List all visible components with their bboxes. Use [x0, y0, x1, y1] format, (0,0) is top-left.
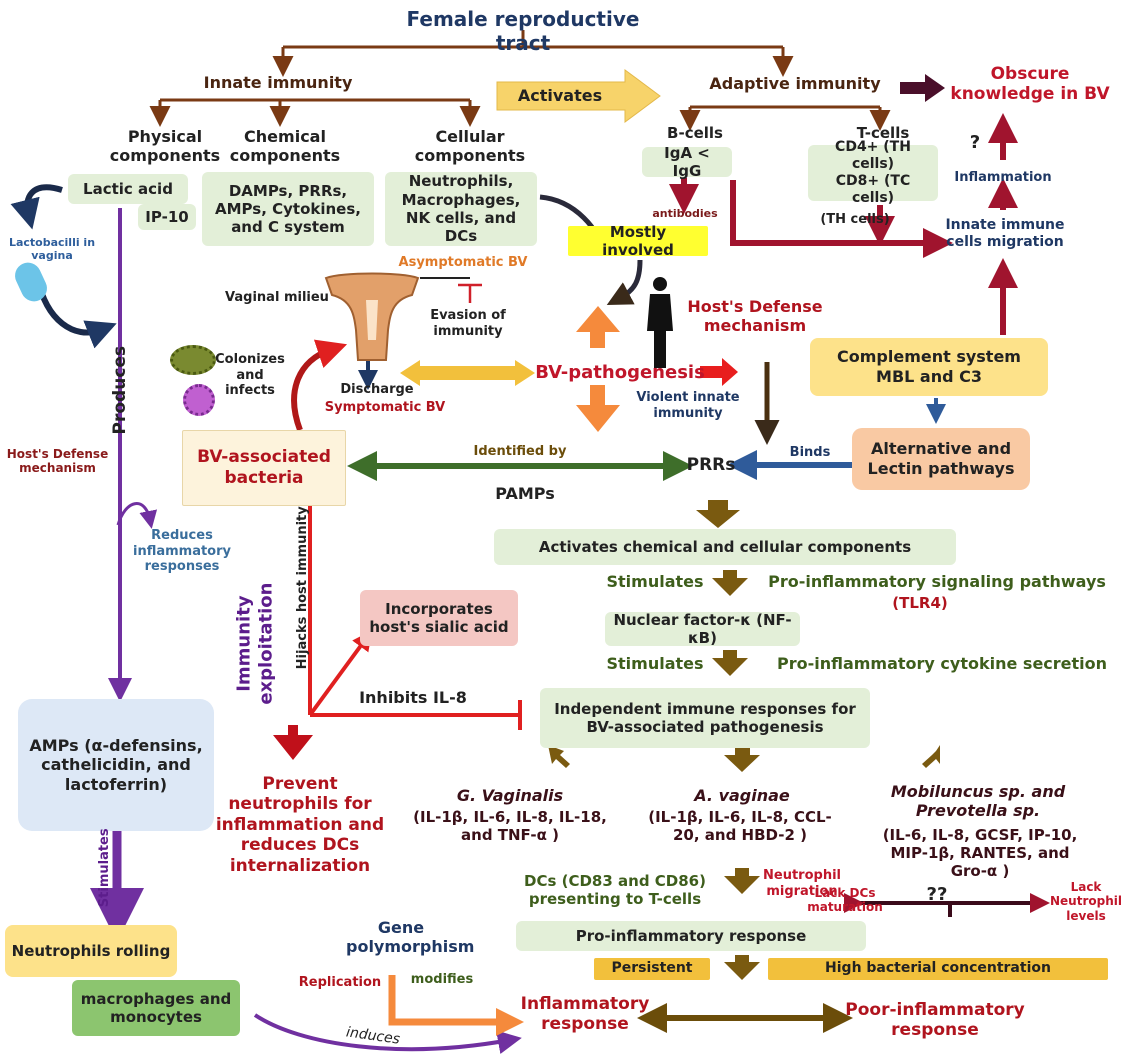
stimulates-vertical-label: Stimulates [97, 828, 113, 908]
chemical-box: DAMPs, PRRs, AMPs, Cytokines, and C syst… [202, 172, 374, 246]
ip10-box: IP-10 [138, 204, 196, 230]
cd8-label: CD8+ (TC cells) [835, 173, 911, 207]
physical-components-label: Physical components [109, 127, 221, 166]
virus-icon [183, 384, 215, 416]
innate-immunity-label: Innate immunity [203, 73, 353, 92]
replication-label: Replication [298, 975, 382, 990]
bacteria-icon [170, 345, 216, 375]
colonizes-label: Colonizes and infects [215, 352, 285, 399]
question-mark: ? [969, 132, 981, 153]
activates-chem-box: Activates chemical and cellular componen… [494, 529, 956, 565]
lactic-acid-box: Lactic acid [68, 174, 188, 204]
inhibits-label: Inhibits IL-8 [359, 688, 467, 707]
adaptive-immunity-label: Adaptive immunity [709, 74, 881, 93]
bv-pathogenesis-label: BV-pathogenesis [535, 362, 705, 383]
persistent-box: Persistent [594, 958, 710, 980]
activates-arrow [496, 69, 661, 123]
gene-polymorphism-label: Gene polymorphism [346, 918, 475, 957]
activates-label: Activates [517, 86, 603, 105]
produces-label: Produces [109, 345, 130, 435]
inflammatory-response-label: Inflammatory response [520, 994, 650, 1035]
prrs-label: PRRs [686, 455, 736, 475]
stimulates-label-1: Stimulates [606, 572, 704, 591]
hijacks-label: Hijacks host immunity [295, 506, 311, 670]
nfkb-box: Nuclear factor-κ (NF-κB) [605, 611, 800, 647]
identified-by-label: Identified by [473, 444, 567, 459]
independent-box: Independent immune responses for BV-asso… [540, 688, 870, 748]
stimulates-label-2: Stimulates [606, 654, 704, 673]
immunity-exploitation-label: Immunity exploitation [233, 582, 276, 705]
cellular-box: Neutrophils, Macrophages, NK cells, and … [385, 172, 537, 246]
neutrophil-migration-label: Neutrophil migration [763, 868, 841, 899]
vaginal-milieu-label: Vaginal milieu [225, 290, 329, 305]
cd4-label: CD4+ (TH cells) [835, 138, 911, 172]
cellular-components-label: Cellular components [414, 127, 526, 166]
mobiluncus-list: (IL-6, IL-8, GCSF, IP-10, MIP-1β, RANTES… [882, 826, 1078, 880]
avaginae-list: (IL-1β, IL-6, IL-8, CCL-20, and HBD-2 ) [648, 808, 832, 844]
bcells-label: B-cells [667, 124, 723, 142]
dcs-label: DCs (CD83 and CD86) presenting to T-cell… [524, 872, 706, 908]
pro-signaling-label: Pro-inflammatory signaling pathways [768, 572, 1106, 591]
mostly-involved-box: Mostly involved [568, 223, 708, 259]
poor-response-label: Poor-inflammatory response [845, 1000, 1025, 1041]
symptomatic-label: Symptomatic BV [324, 400, 446, 415]
woman-icon [647, 277, 673, 368]
pro-cytokine-label: Pro-inflammatory cytokine secretion [776, 654, 1108, 673]
reduces-label: Reduces inflammatory responses [132, 528, 231, 575]
tlr4-label: (TLR4) [892, 594, 948, 612]
discharge-label: Discharge [340, 382, 414, 397]
tcells-label: T-cells [856, 124, 910, 142]
chemical-components-label: Chemical components [229, 127, 341, 166]
uterus-icon [324, 272, 420, 361]
olive-arrows [548, 500, 940, 980]
th-cells-label: (TH cells) [820, 212, 890, 227]
cd-box: CD4+ (TH cells) CD8+ (TC cells) [808, 139, 938, 206]
diagram-title: Female reproductive tract [406, 7, 640, 55]
lack-neutrophil-label: Lack Neutrophil levels [1050, 880, 1122, 923]
ig-box: IgA < IgG [642, 144, 732, 180]
prevent-label: Prevent neutrophils for inflammation and… [215, 774, 385, 876]
incorporates-box: Incorporates host's sialic acid [360, 590, 518, 646]
pathways-box: Alternative and Lectin pathways [852, 428, 1030, 490]
complement-box: Complement system MBL and C3 [810, 338, 1048, 396]
double-question-mark: ?? [926, 884, 948, 905]
gvaginalis-name: G. Vaginalis [456, 786, 564, 805]
asymptomatic-label: Asymptomatic BV [398, 255, 528, 270]
bv-bacteria-box: BV-associated bacteria [182, 430, 346, 506]
avaginae-name: A. vaginae [694, 786, 790, 805]
maroon-arrows [669, 113, 1018, 335]
mobiluncus-name: Mobiluncus sp. and Prevotella sp. [890, 782, 1066, 821]
inflammation-label: Inflammation [954, 170, 1052, 185]
red-inhibit-lines [308, 505, 520, 717]
pamps-label: PAMPs [495, 484, 555, 503]
violent-innate-label: Violent innate immunity [636, 390, 740, 421]
gvaginalis-list: (IL-1β, IL-6, IL-8, IL-18, and TNF-α ) [413, 808, 607, 844]
top-tree-connectors [149, 30, 891, 131]
host-defense-label: Host's Defense mechanism [687, 297, 823, 336]
lack-dcs-label: Lack DCs maturation [807, 886, 883, 915]
neutrophils-rolling-box: Neutrophils rolling [5, 925, 177, 977]
macrophages-box: macrophages and monocytes [72, 980, 240, 1036]
evasion-label: Evasion of immunity [430, 308, 506, 339]
lactobacilli-label: Lactobacilli in vagina [8, 236, 96, 263]
amps-box: AMPs (α-defensins, cathelicidin, and lac… [18, 699, 214, 831]
innate-migration-label: Innate immune cells migration [945, 217, 1065, 250]
antibodies-label: antibodies [652, 207, 718, 220]
high-bacterial-box: High bacterial concentration [768, 958, 1108, 980]
binds-label: Binds [789, 445, 831, 460]
obscure-knowledge: Obscure knowledge in BV [950, 64, 1110, 105]
host-defense-small-label: Host's Defense mechanism [6, 447, 109, 476]
modifies-label: modifies [410, 972, 474, 987]
pro-response-box: Pro-inflammatory response [516, 921, 866, 951]
